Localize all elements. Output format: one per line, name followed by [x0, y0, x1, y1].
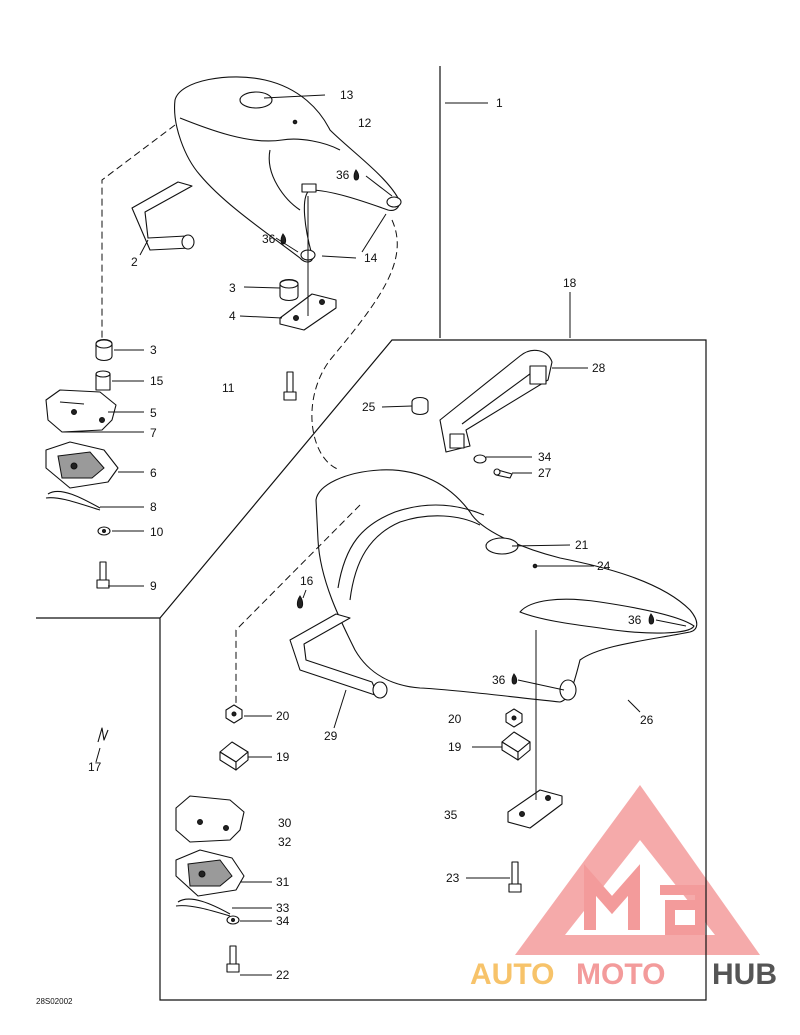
- callout-36-c: 36: [628, 613, 642, 627]
- spacer-19-right: [501, 731, 531, 761]
- frame-seat-kit-box: [159, 339, 707, 1001]
- callout-10: 10: [150, 525, 164, 539]
- callout-36-d: 36: [492, 673, 506, 687]
- bolt-23: [508, 861, 522, 893]
- callout-4: 4: [229, 309, 236, 323]
- washer-34-left: [226, 915, 240, 925]
- callout-32: 32: [278, 835, 292, 849]
- callout-5: 5: [150, 406, 157, 420]
- latch-plate-30: [175, 795, 245, 843]
- nut-20-left: [225, 704, 243, 724]
- spacer-19-left: [219, 741, 249, 771]
- callout-18: 18: [563, 276, 577, 290]
- spring-wire-8: [45, 490, 101, 511]
- callout-20-left: 20: [276, 709, 290, 723]
- frame-lines: [36, 66, 707, 1001]
- emblem-13: [239, 91, 273, 109]
- bumper-25: [411, 396, 429, 416]
- upper-seat-contour: [179, 117, 341, 151]
- latch-housing-31: [175, 849, 245, 897]
- plate-35: [507, 789, 563, 829]
- callout-31: 31: [276, 875, 290, 889]
- watermark-m-letter: [584, 864, 640, 930]
- callout-19-left: 19: [276, 750, 290, 764]
- glue-drop-36-d: [511, 673, 518, 685]
- bumper-3-left: [95, 338, 113, 362]
- main-seat-rear-lip: [519, 598, 695, 634]
- backrest-28: [439, 349, 553, 453]
- callout-21: 21: [575, 538, 589, 552]
- callout-14: 14: [364, 251, 378, 265]
- callout-3-lower: 3: [150, 343, 157, 357]
- callout-27: 27: [538, 466, 552, 480]
- bumper-3-upper: [279, 278, 299, 302]
- callout-16: 16: [300, 574, 314, 588]
- bolt-9: [96, 561, 110, 589]
- callout-3-upper: 3: [229, 281, 236, 295]
- callout-22: 22: [276, 968, 290, 982]
- callout-26: 26: [640, 713, 654, 727]
- drawing-code: 28S02002: [36, 997, 73, 1006]
- callout-1: 1: [496, 96, 503, 110]
- assembly-dash-lines: [101, 124, 537, 800]
- callout-36-a: 36: [336, 168, 350, 182]
- upper-seat-hook: [301, 183, 317, 193]
- watermark-text-hub: HUB: [712, 958, 777, 991]
- tool-17: [97, 727, 109, 743]
- nut-10: [97, 526, 111, 536]
- callout-23: 23: [446, 871, 460, 885]
- callout-13: 13: [340, 88, 354, 102]
- glue-drop-36-c: [648, 613, 655, 625]
- callout-19-right: 19: [448, 740, 462, 754]
- glue-drop-36-a: [353, 169, 360, 181]
- upper-seat-dot: [292, 119, 298, 125]
- main-seat-24: [315, 469, 698, 703]
- callout-11: 11: [222, 381, 235, 395]
- callout-12: 12: [358, 116, 372, 130]
- upper-seat-cover: [174, 76, 400, 263]
- upper-seat-tip-right: [386, 196, 402, 208]
- callout-17: 17: [88, 760, 102, 774]
- callout-36-b: 36: [262, 232, 276, 246]
- spacer-15: [95, 370, 111, 391]
- callout-29: 29: [324, 729, 338, 743]
- callout-20-right: 20: [448, 712, 462, 726]
- callout-labels: 1 2 3 3 4 5 6 7 8 9 10 11 12 13 14 15 16…: [88, 88, 654, 982]
- screw-27: [493, 468, 513, 479]
- leader-lines: [62, 94, 687, 976]
- bolt-11: [283, 371, 297, 401]
- callout-30: 30: [278, 816, 292, 830]
- watermark-text-auto: AUTO: [470, 958, 554, 991]
- callout-34-right: 34: [538, 450, 552, 464]
- bolt-22: [226, 945, 240, 973]
- watermark-logo: AUTO MOTO HUB: [470, 785, 777, 991]
- strap-29: [289, 613, 388, 699]
- callout-6: 6: [150, 466, 157, 480]
- watermark-text-moto: MOTO: [576, 958, 665, 991]
- callout-34-left: 34: [276, 914, 290, 928]
- callout-35: 35: [444, 808, 458, 822]
- spring-wire-33: [175, 898, 231, 917]
- strap-2: [131, 181, 195, 251]
- callout-7: 7: [150, 426, 157, 440]
- glue-drop-16: [296, 595, 304, 609]
- callout-15: 15: [150, 374, 164, 388]
- upper-seat-contour-2: [268, 149, 301, 211]
- latch-plate-5: [45, 389, 117, 433]
- washer-34-right: [473, 454, 487, 464]
- latch-housing-6: [45, 441, 119, 489]
- callout-33: 33: [276, 901, 290, 915]
- callout-8: 8: [150, 500, 157, 514]
- callout-2: 2: [131, 255, 138, 269]
- upper-seat-assembly: [174, 76, 402, 263]
- watermark-g-letter: [660, 885, 705, 935]
- callout-24: 24: [597, 559, 611, 573]
- callout-28: 28: [592, 361, 606, 375]
- callout-9: 9: [150, 579, 157, 593]
- callout-25: 25: [362, 400, 376, 414]
- nut-20-right: [505, 708, 523, 728]
